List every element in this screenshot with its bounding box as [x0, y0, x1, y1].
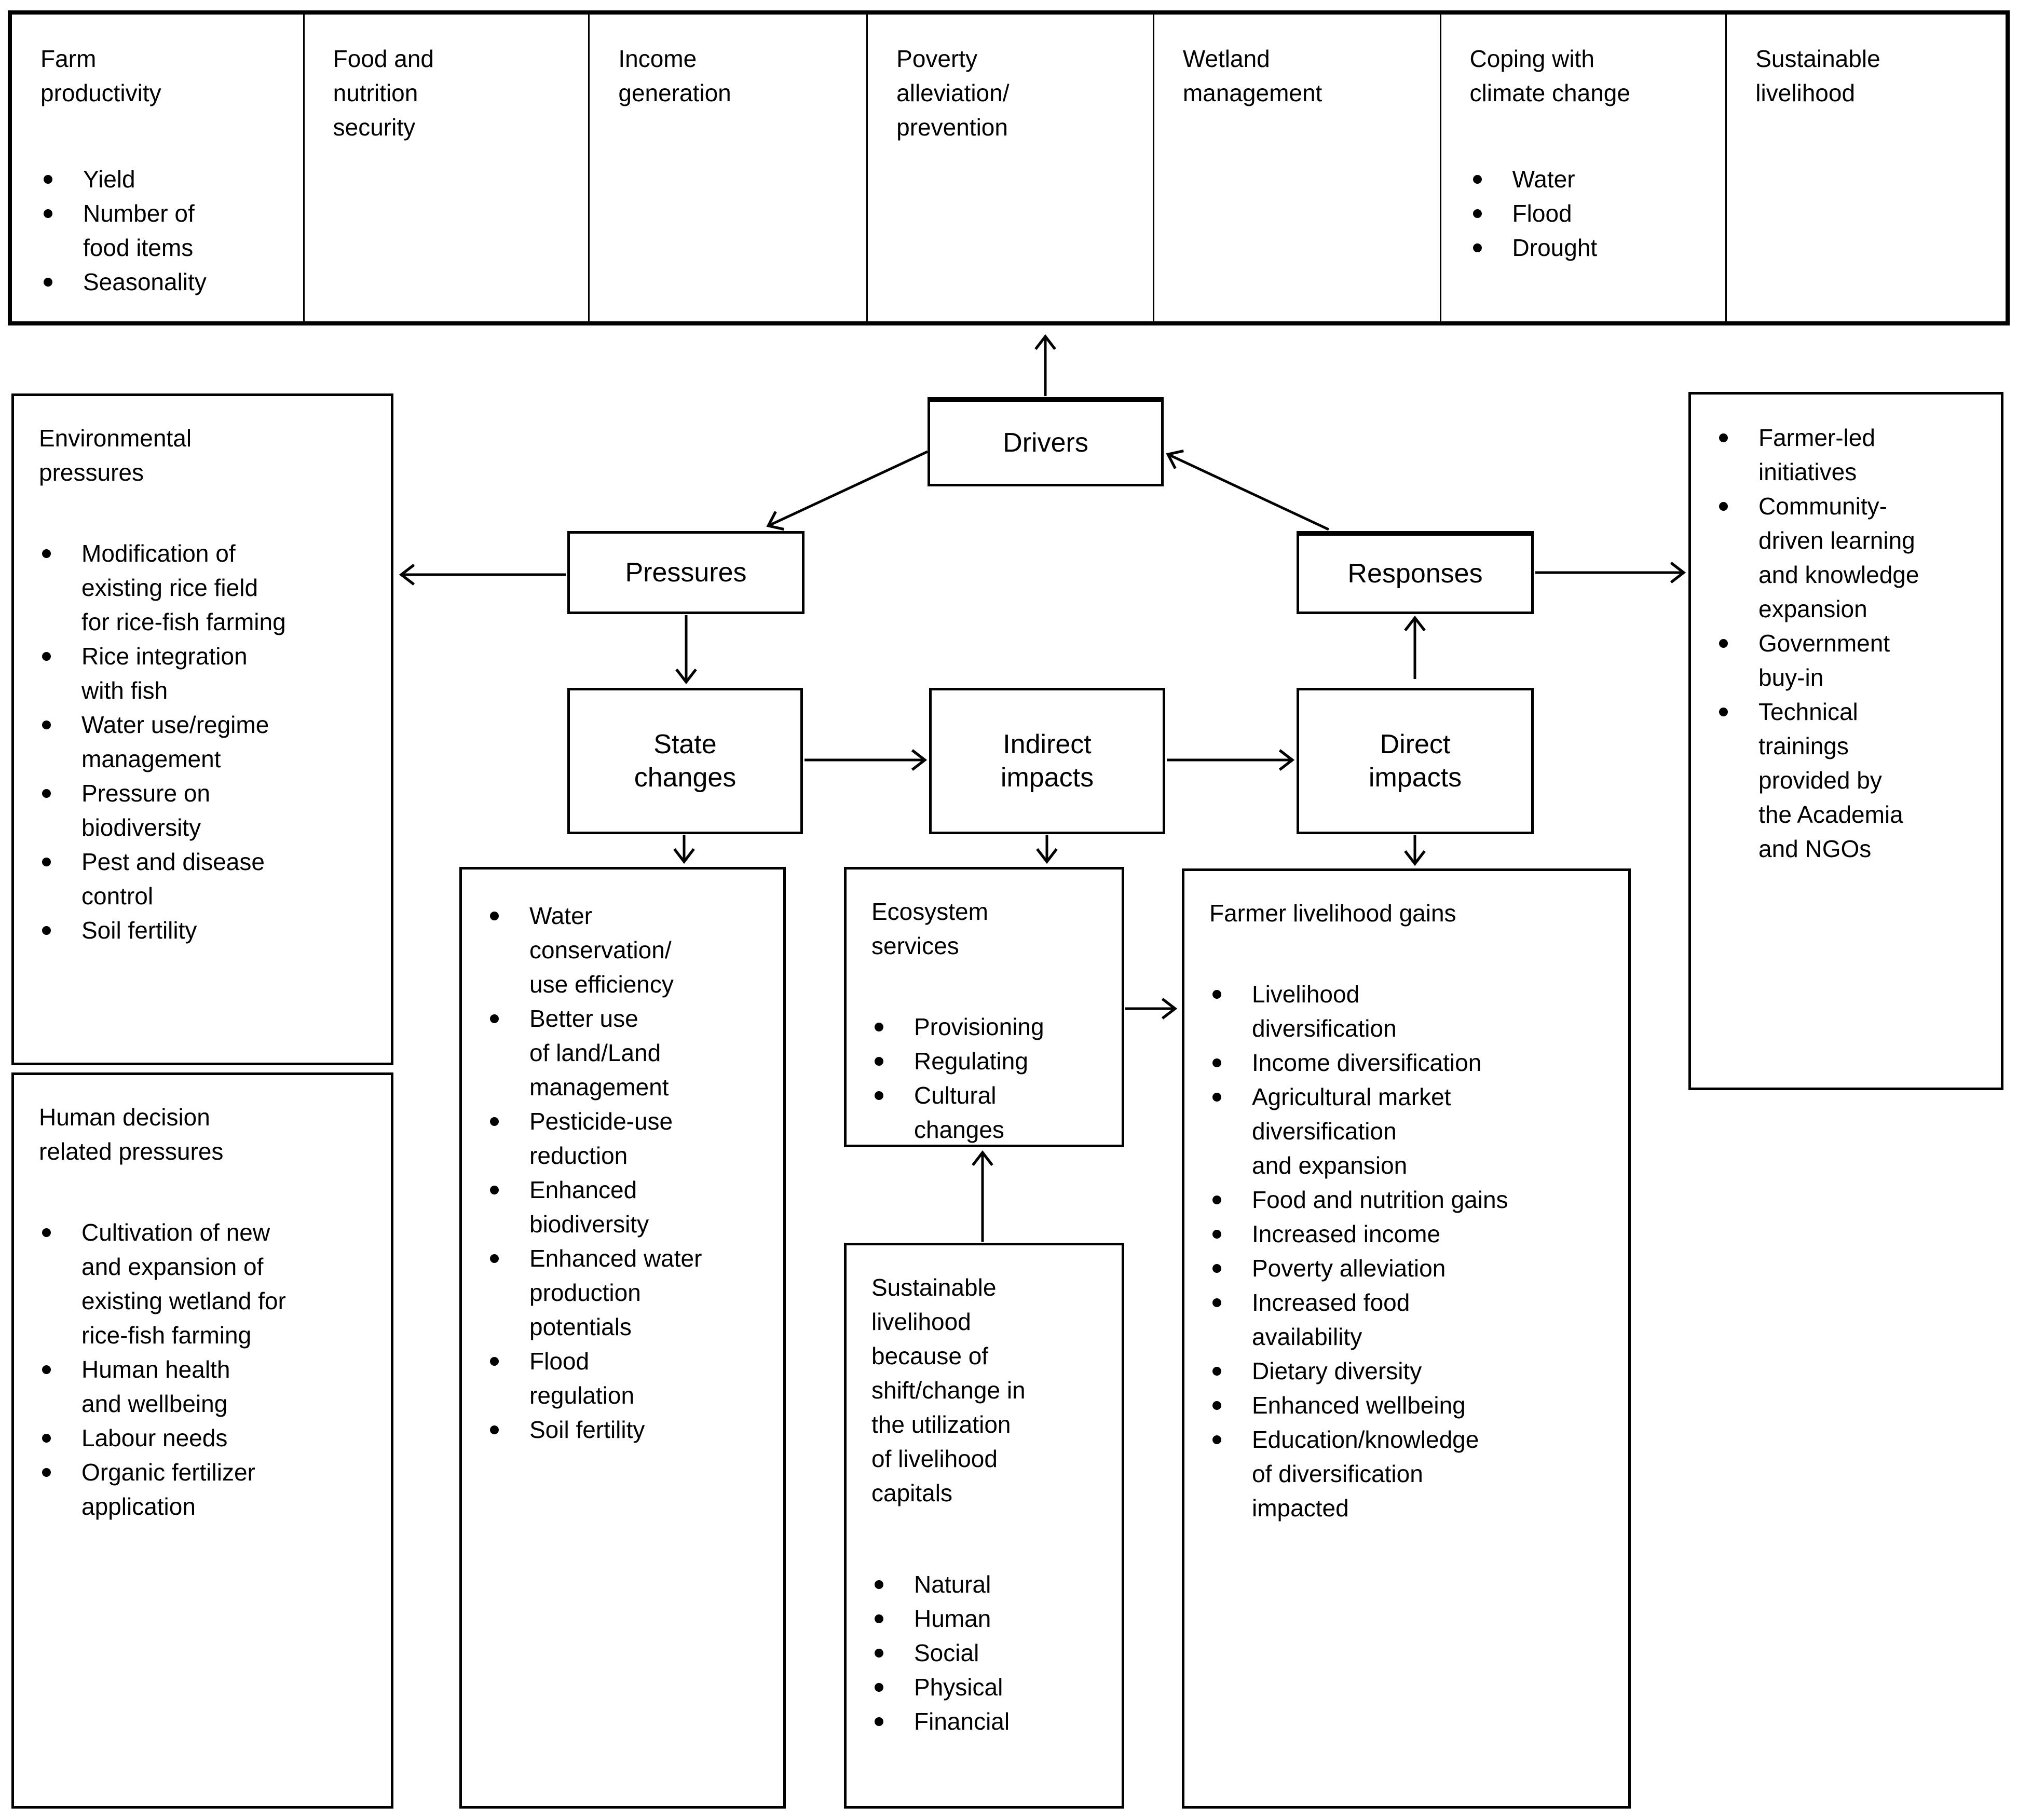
outcome-title: Food and nutrition security: [333, 45, 434, 141]
list-item: Flood regulation: [487, 1344, 765, 1412]
list-item: Soil fertility: [487, 1412, 765, 1447]
list-item: Social: [871, 1636, 1103, 1670]
list-item: Rice integration with fish: [39, 639, 373, 708]
list-item: Seasonality: [40, 265, 288, 299]
panel-title: Ecosystem services: [871, 898, 988, 959]
panel-list: Cultivation of new and expansion of exis…: [39, 1215, 373, 1524]
list-item: Income diversification: [1209, 1045, 1610, 1080]
list-item: Financial: [871, 1704, 1103, 1738]
list-item: Soil fertility: [39, 913, 373, 947]
list-item: Enhanced wellbeing: [1209, 1388, 1610, 1422]
list-item: Physical: [871, 1670, 1103, 1704]
list-item: Human: [871, 1601, 1103, 1636]
panel-environmental-pressures: Environmental pressures Modification of …: [11, 393, 393, 1065]
list-item: Yield: [40, 162, 288, 196]
panel-human-decision-pressures: Human decision related pressures Cultiva…: [11, 1072, 393, 1809]
list-item: Pest and disease control: [39, 845, 373, 913]
outcome-income-generation: Income generation: [588, 15, 866, 321]
list-item: Cultural changes: [871, 1078, 1103, 1147]
outcome-title: Poverty alleviation/ prevention: [896, 45, 1010, 141]
list-item: Natural: [871, 1567, 1103, 1601]
list-item: Agricultural market diversification and …: [1209, 1080, 1610, 1183]
panel-list: Modification of existing rice field for …: [39, 536, 373, 947]
panel-title: Human decision related pressures: [39, 1104, 224, 1165]
list-item: Labour needs: [39, 1421, 373, 1455]
list-item: Better use of land/Land management: [487, 1001, 765, 1104]
arrow-drivers-to-pressures: [766, 450, 929, 531]
node-drivers: Drivers: [928, 397, 1164, 486]
list-item: Dietary diversity: [1209, 1354, 1610, 1388]
list-item: Number of food items: [40, 196, 288, 265]
list-item: Regulating: [871, 1044, 1103, 1078]
arrow-responses-to-drivers: [1166, 449, 1330, 531]
list-item: Provisioning: [871, 1010, 1103, 1044]
list-item: Drought: [1470, 230, 1710, 265]
outcome-poverty-alleviation: Poverty alleviation/ prevention: [866, 15, 1153, 321]
list-item: Technical trainings provided by the Acad…: [1716, 695, 1983, 866]
list-item: Pressure on biodiversity: [39, 776, 373, 845]
panel-farmer-livelihood-gains: Farmer livelihood gains Livelihood diver…: [1182, 868, 1631, 1809]
outcome-title: Farm productivity: [40, 45, 161, 106]
list-item: Organic fertilizer application: [39, 1455, 373, 1524]
outcome-title: Sustainable livelihood: [1755, 45, 1880, 106]
panel-livelihood-capitals: Sustainable livelihood because of shift/…: [844, 1243, 1124, 1809]
list-item: Modification of existing rice field for …: [39, 536, 373, 639]
node-state-changes: State changes: [567, 688, 803, 834]
outcome-title: Coping with climate change: [1469, 45, 1630, 106]
list-item: Increased income: [1209, 1217, 1610, 1251]
list-item: Flood: [1470, 196, 1710, 230]
node-indirect-impacts: Indirect impacts: [929, 688, 1165, 834]
list-item: Poverty alleviation: [1209, 1251, 1610, 1285]
list-item: Cultivation of new and expansion of exis…: [39, 1215, 373, 1352]
panel-title: Farmer livelihood gains: [1209, 900, 1456, 927]
outcome-title: Wetland management: [1182, 45, 1322, 106]
list-item: Livelihood diversification: [1209, 977, 1610, 1045]
list-item: Education/knowledge of diversification i…: [1209, 1422, 1610, 1525]
list-item: Enhanced biodiversity: [487, 1173, 765, 1241]
panel-title: Environmental pressures: [39, 425, 192, 486]
list-item: Enhanced water production potentials: [487, 1241, 765, 1344]
list-item: Human health and wellbeing: [39, 1352, 373, 1421]
outcome-sustainable-livelihood: Sustainable livelihood: [1725, 15, 2006, 321]
list-item: Food and nutrition gains: [1209, 1183, 1610, 1217]
node-pressures: Pressures: [567, 531, 805, 614]
list-item: Water conservation/ use efficiency: [487, 899, 765, 1001]
list-item: Farmer-led initiatives: [1716, 420, 1983, 489]
outcome-title: Income generation: [618, 45, 731, 106]
list-item: Water: [1470, 162, 1710, 196]
list-item: Water use/regime management: [39, 708, 373, 776]
node-responses: Responses: [1297, 531, 1534, 614]
list-item: Community- driven learning and knowledge…: [1716, 489, 1983, 626]
outcome-wetland-management: Wetland management: [1152, 15, 1440, 321]
outcome-food-nutrition-security: Food and nutrition security: [303, 15, 589, 321]
list-item: Government buy-in: [1716, 626, 1983, 695]
list-item: Increased food availability: [1209, 1285, 1610, 1354]
list-item: Pesticide-use reduction: [487, 1104, 765, 1173]
panel-intro: Sustainable livelihood because of shift/…: [871, 1274, 1026, 1506]
node-direct-impacts: Direct impacts: [1297, 688, 1534, 834]
